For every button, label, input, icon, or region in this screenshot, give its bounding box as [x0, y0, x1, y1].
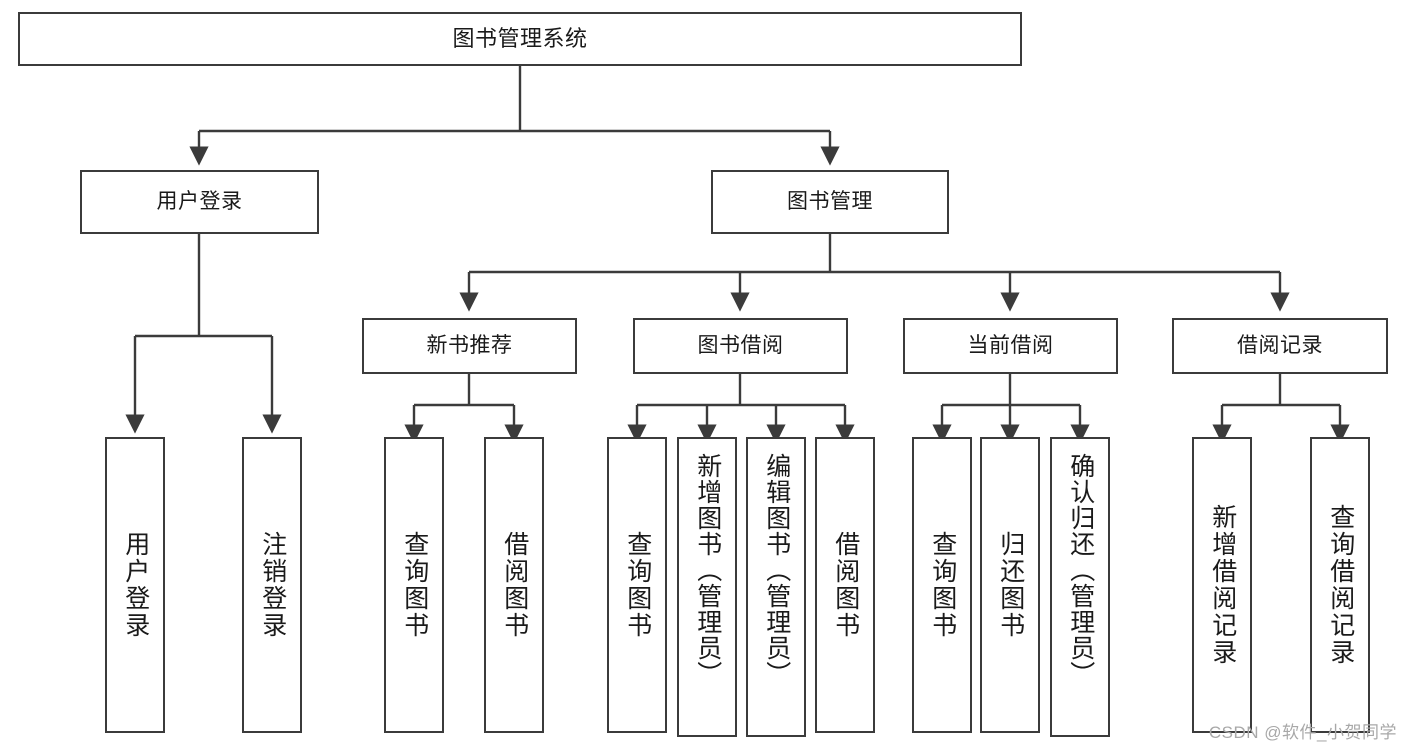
node-label: 查询借阅记录 [1326, 504, 1355, 666]
node-label: 归还图书 [996, 531, 1025, 639]
node-label: 新书推荐 [426, 333, 513, 357]
node-current-borrow[interactable]: 当前借阅 [903, 318, 1118, 374]
node-new-book-recommend[interactable]: 新书推荐 [362, 318, 577, 374]
watermark-text: CSDN @软件_小贺同学 [1208, 723, 1397, 742]
node-book-management[interactable]: 图书管理 [711, 170, 949, 234]
node-label: 图书借阅 [697, 333, 784, 357]
leaf-current-borrow-confirm[interactable]: 确认归还（管理员） [1050, 437, 1110, 737]
node-label: 查询图书 [623, 531, 652, 639]
leaf-new-book-borrow[interactable]: 借阅图书 [484, 437, 544, 733]
leaf-current-borrow-return[interactable]: 归还图书 [980, 437, 1040, 733]
node-label: 查询图书 [928, 531, 957, 639]
node-label: 新增借阅记录 [1208, 504, 1237, 666]
leaf-current-borrow-query[interactable]: 查询图书 [912, 437, 972, 733]
leaf-borrow-record-add[interactable]: 新增借阅记录 [1192, 437, 1252, 733]
node-label: 图书管理 [787, 189, 873, 213]
leaf-book-borrow-borrow[interactable]: 借阅图书 [815, 437, 875, 733]
node-label: 用户登录 [121, 531, 150, 639]
node-label: 用户登录 [156, 189, 243, 213]
node-label: 图书管理系统 [452, 26, 588, 52]
leaf-user-login-signout[interactable]: 注销登录 [242, 437, 302, 733]
node-label: 编辑图书（管理员） [762, 453, 791, 687]
node-label: 当前借阅 [967, 333, 1054, 357]
node-borrow-records[interactable]: 借阅记录 [1172, 318, 1388, 374]
node-root-system[interactable]: 图书管理系统 [18, 12, 1022, 66]
leaf-book-borrow-query[interactable]: 查询图书 [607, 437, 667, 733]
leaf-user-login-signin[interactable]: 用户登录 [105, 437, 165, 733]
node-label: 查询图书 [400, 531, 429, 639]
node-label: 注销登录 [258, 531, 287, 639]
leaf-borrow-record-query[interactable]: 查询借阅记录 [1310, 437, 1370, 733]
leaf-book-borrow-edit[interactable]: 编辑图书（管理员） [746, 437, 806, 737]
node-label: 借阅图书 [500, 531, 529, 639]
node-label: 确认归还（管理员） [1066, 453, 1095, 687]
node-label: 借阅图书 [831, 531, 860, 639]
node-book-borrow[interactable]: 图书借阅 [633, 318, 848, 374]
leaf-new-book-query[interactable]: 查询图书 [384, 437, 444, 733]
node-label: 借阅记录 [1237, 333, 1323, 357]
leaf-book-borrow-add[interactable]: 新增图书（管理员） [677, 437, 737, 737]
node-label: 新增图书（管理员） [693, 453, 722, 687]
node-user-login[interactable]: 用户登录 [80, 170, 319, 234]
